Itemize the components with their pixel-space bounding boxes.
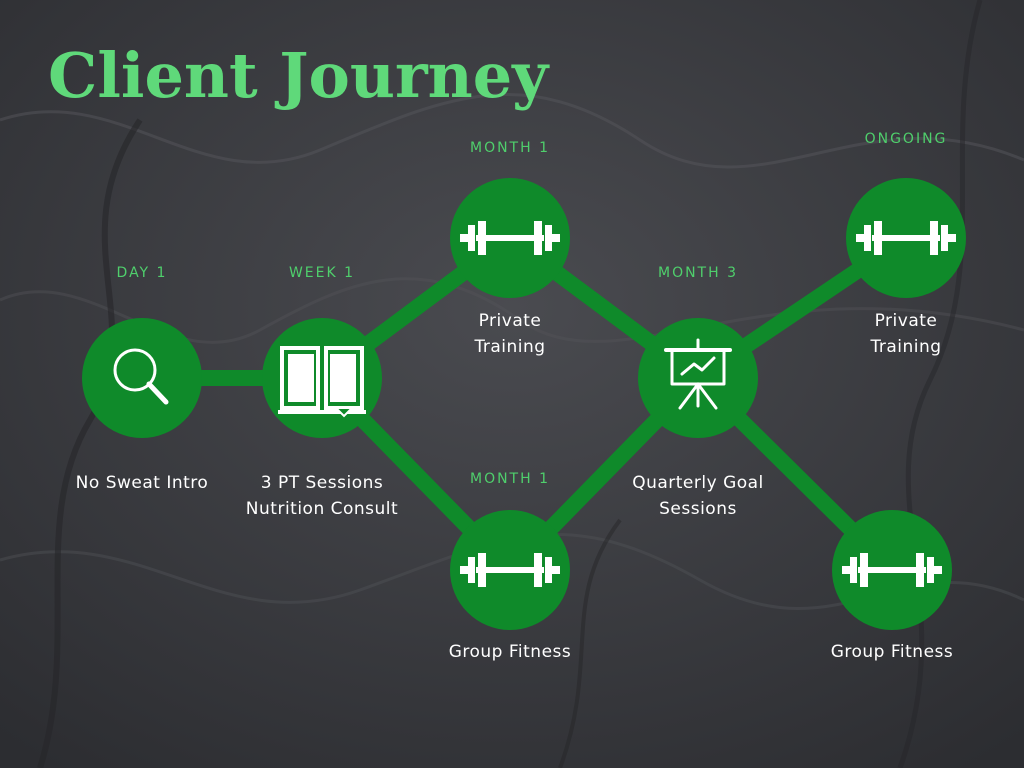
barbell-icon: [460, 221, 560, 255]
journey-node-gf-m1: [450, 510, 570, 630]
journey-node-goals: [638, 318, 758, 438]
node-circle: [82, 318, 202, 438]
caption-line: Group Fitness: [448, 642, 572, 662]
caption-line: Sessions: [659, 499, 737, 519]
step-label: DAY 1: [116, 265, 168, 281]
step-label: MONTH 1: [469, 140, 550, 156]
caption-line: Private: [874, 311, 938, 331]
search-icon: [113, 348, 169, 405]
node-circle: [638, 318, 758, 438]
node-caption: No Sweat Intro: [42, 470, 242, 496]
caption-line: Training: [870, 337, 942, 357]
step-label: WEEK 1: [288, 265, 356, 281]
journey-node-intro: [82, 318, 202, 438]
caption-line: Private: [478, 311, 542, 331]
caption-line: Group Fitness: [830, 642, 954, 662]
barbell-icon: [856, 221, 956, 255]
caption-line: Nutrition Consult: [245, 499, 399, 519]
book-icon: [278, 346, 366, 418]
caption-line: Training: [474, 337, 546, 357]
journey-nodes: [82, 178, 966, 630]
page-title: Client Journey: [48, 39, 549, 112]
presentation-chart-icon: [664, 338, 732, 410]
node-caption: Group Fitness: [410, 639, 610, 665]
step-label: MONTH 1: [469, 471, 550, 487]
step-label: MONTH 3: [657, 265, 738, 281]
journey-node-pt-m1: [450, 178, 570, 298]
caption-line: No Sweat Intro: [75, 473, 209, 493]
caption-line: 3 PT Sessions: [260, 473, 384, 493]
barbell-icon: [842, 553, 942, 587]
journey-node-week1: [262, 318, 382, 438]
caption-line: Quarterly Goal: [632, 473, 764, 493]
journey-node-gf-on: [832, 510, 952, 630]
journey-node-pt-on: [846, 178, 966, 298]
node-caption: Group Fitness: [792, 639, 992, 665]
barbell-icon: [460, 553, 560, 587]
step-label: ONGOING: [864, 131, 948, 147]
